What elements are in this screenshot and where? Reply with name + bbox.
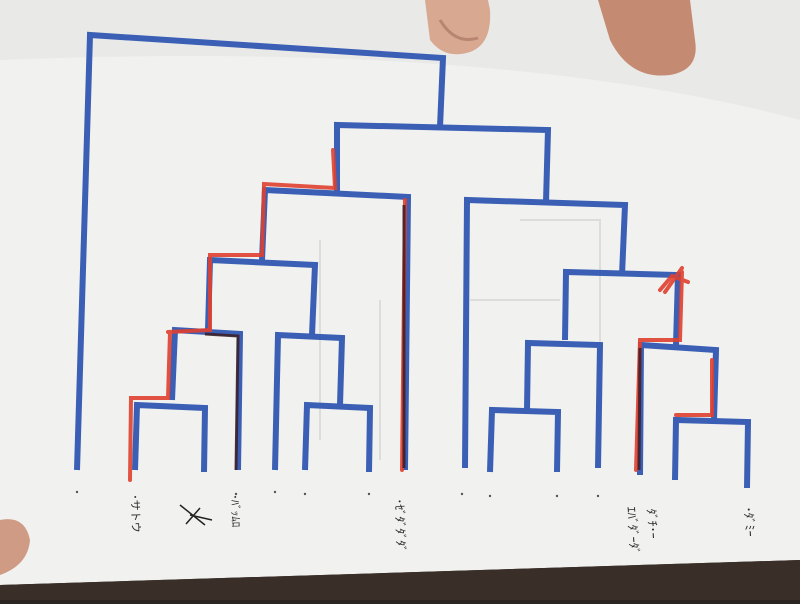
link-c7 <box>487 406 562 473</box>
dendrogram-tree <box>74 31 752 489</box>
table-surface <box>0 560 800 600</box>
leaf-ticks <box>75 490 600 498</box>
link-c10 <box>672 416 752 489</box>
link-c4 <box>272 331 346 471</box>
paper-shadow <box>0 0 800 120</box>
link-right-cluster <box>462 196 629 469</box>
link-c5 <box>302 401 374 473</box>
scribbled-out-label <box>179 504 213 526</box>
ink-traces <box>204 205 642 471</box>
link-right-main <box>334 121 552 203</box>
link-c6 <box>524 339 604 469</box>
root-link <box>74 31 447 471</box>
fingers <box>0 0 696 575</box>
link-c8 <box>562 268 682 346</box>
link-c3 <box>132 401 209 473</box>
